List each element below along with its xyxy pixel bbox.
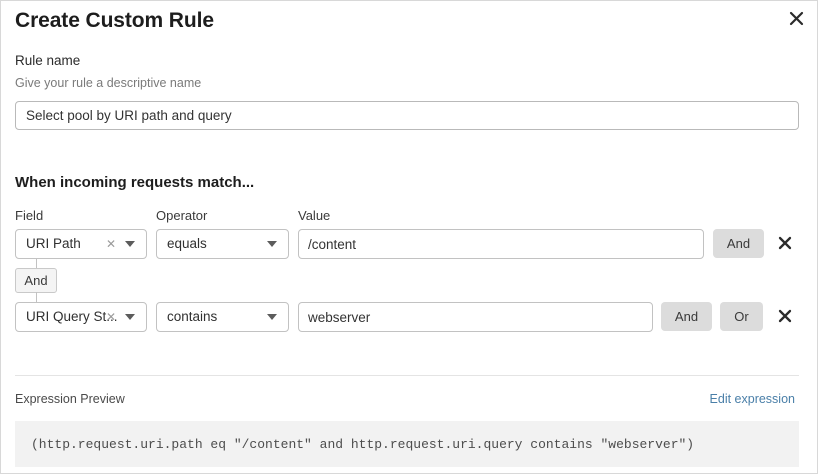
operator-select-value-0: equals bbox=[167, 236, 207, 251]
expression-preview-box: (http.request.uri.path eq "/content" and… bbox=[15, 421, 799, 467]
or-button-1[interactable]: Or bbox=[720, 302, 763, 331]
close-small-icon[interactable]: ✕ bbox=[105, 237, 116, 251]
rule-name-input[interactable] bbox=[15, 101, 799, 130]
value-input-1[interactable] bbox=[298, 302, 653, 332]
rule-name-label: Rule name bbox=[15, 53, 81, 68]
chevron-down-icon[interactable] bbox=[267, 241, 277, 247]
expression-preview-code: (http.request.uri.path eq "/content" and… bbox=[31, 436, 695, 452]
connector-line-bottom bbox=[36, 292, 37, 302]
expression-preview-label: Expression Preview bbox=[15, 392, 125, 406]
field-select-value-0: URI Path bbox=[26, 236, 81, 251]
field-select-value-1: URI Query St... bbox=[26, 309, 118, 324]
column-header-value: Value bbox=[298, 208, 331, 223]
column-header-field: Field bbox=[15, 208, 44, 223]
value-input-0[interactable] bbox=[298, 229, 704, 259]
condition-row: URI Path ✕ equals And bbox=[1, 229, 819, 259]
and-button-0[interactable]: And bbox=[713, 229, 764, 258]
rule-name-hint: Give your rule a descriptive name bbox=[15, 76, 202, 90]
close-icon[interactable] bbox=[785, 7, 807, 29]
dialog-title: Create Custom Rule bbox=[15, 9, 214, 32]
operator-select-0[interactable]: equals bbox=[156, 229, 289, 259]
edit-expression-link[interactable]: Edit expression bbox=[709, 392, 795, 406]
close-small-icon[interactable]: ✕ bbox=[105, 310, 116, 324]
group-connector-and[interactable]: And bbox=[15, 268, 57, 293]
chevron-down-icon[interactable] bbox=[267, 314, 277, 320]
conditions-heading: When incoming requests match... bbox=[15, 174, 255, 191]
chevron-down-icon[interactable] bbox=[125, 314, 135, 320]
field-select-0[interactable]: URI Path ✕ bbox=[15, 229, 147, 259]
condition-row: URI Query St... ✕ contains And Or bbox=[1, 302, 819, 332]
field-select-1[interactable]: URI Query St... ✕ bbox=[15, 302, 147, 332]
delete-condition-icon[interactable] bbox=[775, 233, 795, 253]
connector-line-top bbox=[36, 259, 37, 269]
column-header-operator: Operator bbox=[156, 208, 208, 223]
and-button-1[interactable]: And bbox=[661, 302, 712, 331]
delete-condition-icon[interactable] bbox=[775, 306, 795, 326]
expression-divider bbox=[15, 375, 799, 376]
operator-select-value-1: contains bbox=[167, 309, 218, 324]
operator-select-1[interactable]: contains bbox=[156, 302, 289, 332]
chevron-down-icon[interactable] bbox=[125, 241, 135, 247]
